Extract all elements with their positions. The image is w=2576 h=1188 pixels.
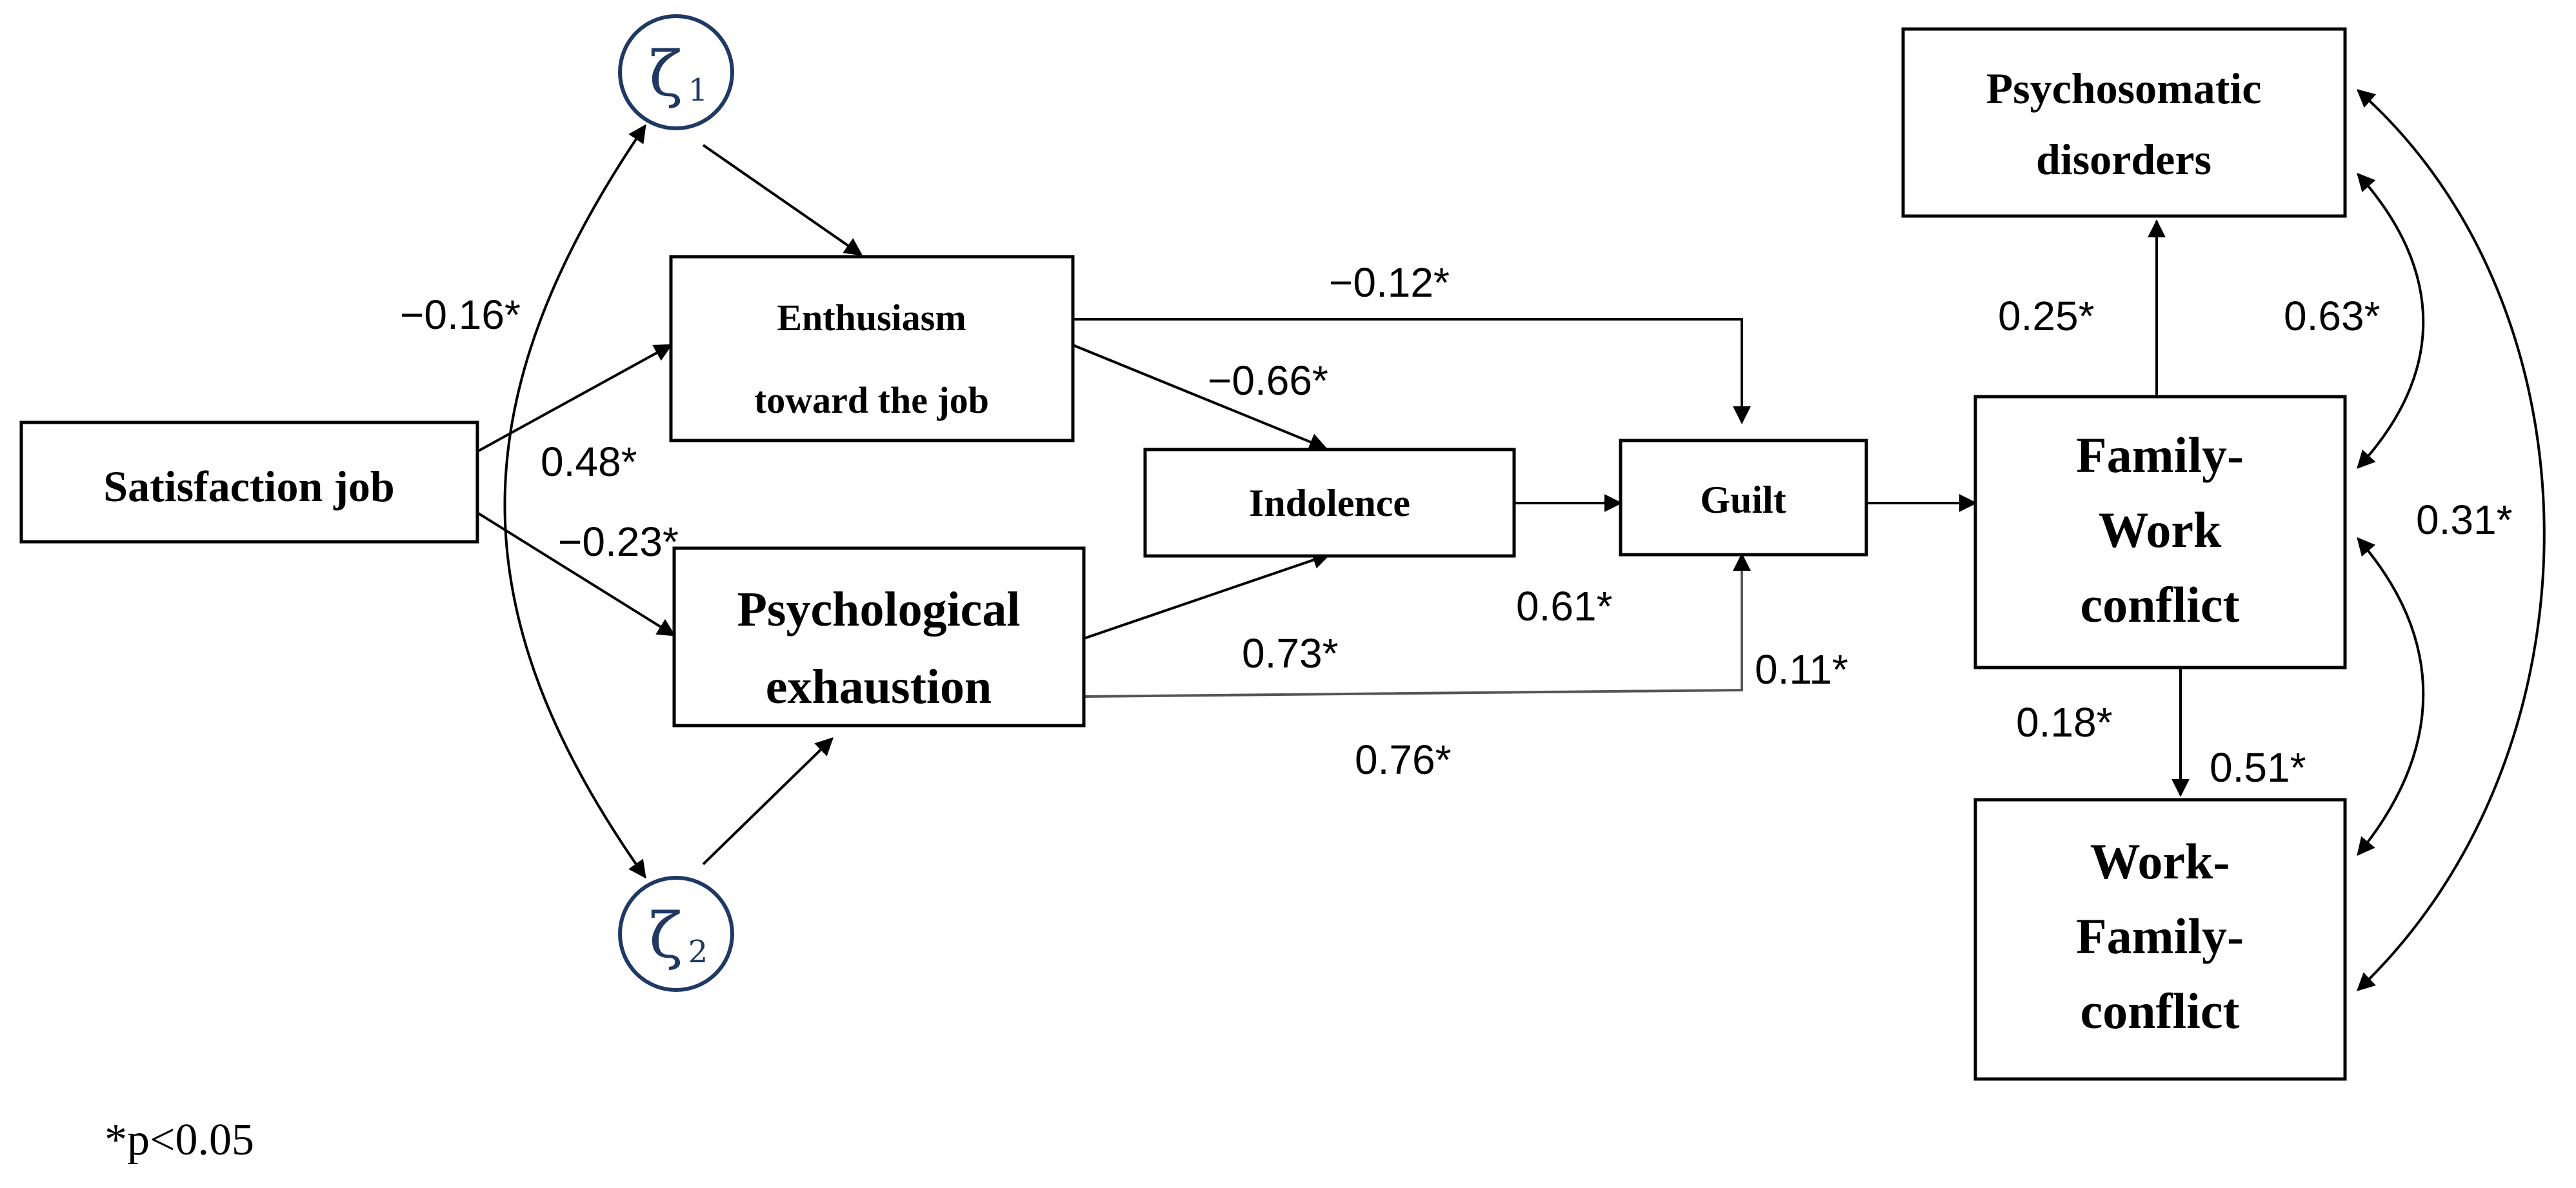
coef-satisfaction-exhaustion: −0.23*: [558, 519, 679, 565]
edge-cov-psychosomatic-fwc: [2357, 172, 2425, 470]
node-exhaustion-line1: Psychological: [737, 582, 1020, 637]
edge-exhaustion-indolence: [1083, 551, 1331, 640]
node-enthusiasm: Enthusiasm toward the job: [669, 255, 1075, 442]
node-fwc-line3: conflict: [2081, 577, 2240, 633]
node-exhaustion: Psychological exhaustion: [672, 546, 1086, 728]
coef-exhaustion-guilt-a: 0.11*: [1755, 646, 1848, 693]
node-exhaustion-line2: exhaustion: [766, 660, 992, 714]
node-wfc-line1: Work-: [2090, 833, 2230, 889]
coef-enthusiasm-guilt: −0.12*: [1329, 259, 1450, 306]
coef-fwc-wfc: 0.18*: [2016, 699, 2112, 746]
edge-enthusiasm-indolence: [1072, 344, 1328, 451]
node-indolence-label: Indolence: [1249, 482, 1410, 524]
node-enthusiasm-line2: toward the job: [754, 379, 989, 421]
node-fwc-line1: Family-: [2076, 427, 2244, 483]
node-work-family-conflict: Work- Family- conflict: [1973, 798, 2347, 1081]
coef-cov-psychosomatic-wfc: 0.31*: [2416, 497, 2512, 543]
coef-enthusiasm-indolence: −0.66*: [1208, 357, 1328, 404]
node-family-work-conflict: Family- Work conflict: [1973, 395, 2347, 669]
node-psychosomatic-disorders: Psychosomatic disorders: [1901, 27, 2347, 218]
coef-exhaustion-guilt-b: 0.76*: [1355, 737, 1451, 783]
edge-zeta-covariance: [503, 124, 646, 879]
node-wfc-line2: Family-: [2076, 908, 2244, 964]
node-guilt: Guilt: [1619, 439, 1868, 557]
node-satisfaction-label: Satisfaction job: [103, 462, 394, 511]
coef-exhaustion-indolence: 0.73*: [1242, 630, 1338, 677]
node-satisfaction-job: Satisfaction job: [19, 421, 479, 544]
zeta2-symbol: ζ: [649, 900, 683, 972]
edge-cov-psychosomatic-wfc: [2356, 89, 2546, 991]
node-psychosomatic-line2: disorders: [2036, 135, 2212, 184]
latent-zeta2: ζ 2: [618, 876, 734, 992]
zeta1-subscript: 1: [688, 72, 708, 108]
coef-cov-psychosomatic-fwc: 0.63*: [2284, 293, 2380, 339]
coef-fwc-psychosomatic: 0.25*: [1998, 293, 2094, 339]
coef-indolence-guilt: 0.61*: [1516, 583, 1612, 629]
edge-enthusiasm-guilt: [1073, 318, 1751, 424]
zeta1-symbol: ζ: [649, 38, 683, 110]
node-psychosomatic-line1: Psychosomatic: [1986, 64, 2262, 113]
coef-cov-fwc-wfc: 0.51*: [2210, 744, 2306, 791]
node-fwc-line2: Work: [2099, 502, 2222, 558]
edge-exhaustion-guilt: [1083, 553, 1751, 698]
node-wfc-line3: conflict: [2081, 983, 2240, 1039]
edge-zeta2-exhaustion: [702, 737, 834, 866]
edge-zeta1-enthusiasm: [702, 144, 863, 256]
node-enthusiasm-line1: Enthusiasm: [777, 297, 966, 339]
edge-cov-fwc-wfc: [2357, 537, 2425, 856]
edge-satisfaction-enthusiasm: [477, 344, 673, 453]
latent-zeta1: ζ 1: [618, 14, 734, 130]
coef-satisfaction-enthusiasm: 0.48*: [541, 439, 637, 485]
zeta2-subscript: 2: [688, 934, 708, 970]
node-guilt-label: Guilt: [1700, 479, 1786, 521]
coefficient-labels: −0.16* 0.48* −0.23* −0.12* −0.66* 0.73* …: [400, 259, 2512, 791]
coef-zeta-covariance: −0.16*: [400, 292, 521, 338]
edge-satisfaction-exhaustion: [476, 511, 676, 637]
edges: [476, 89, 2546, 991]
significance-note: *p<0.05: [105, 1115, 254, 1165]
node-indolence: Indolence: [1143, 448, 1516, 558]
